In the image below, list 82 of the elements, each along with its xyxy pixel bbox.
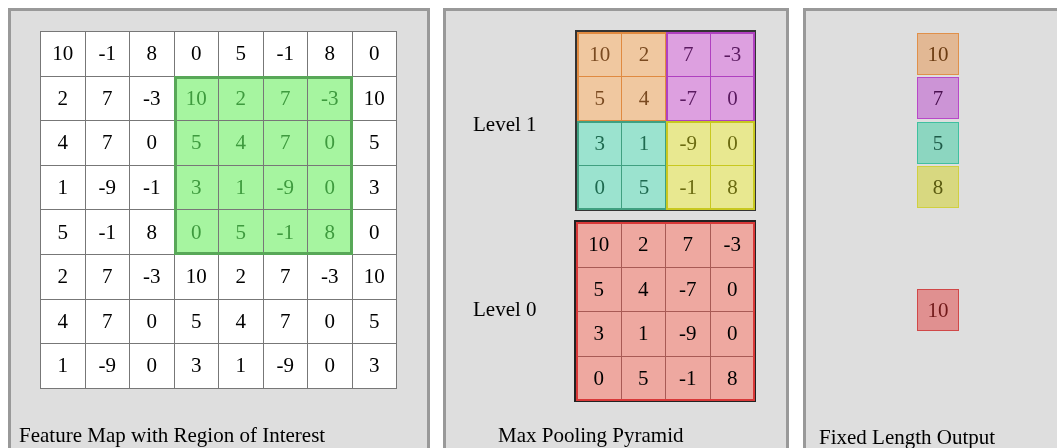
- grid-cell: 10: [173, 254, 219, 300]
- grid-cell: -1: [262, 209, 308, 255]
- grid-cell: 7: [665, 222, 711, 268]
- grid-cell: -9: [84, 343, 130, 389]
- output-box: 7: [917, 77, 959, 119]
- grid-cell: -9: [665, 311, 711, 357]
- grid-cell: 4: [40, 120, 86, 166]
- grid-cell: 2: [40, 254, 86, 300]
- grid-cell: 4: [218, 120, 264, 166]
- grid-cell: 1: [218, 164, 264, 211]
- grid-cell: 4: [621, 76, 667, 122]
- grid-cell: -1: [665, 355, 711, 401]
- grid-cell: 3: [351, 343, 397, 389]
- panel: [443, 8, 789, 448]
- grid-cell: 8: [129, 31, 175, 77]
- grid-cell: 0: [307, 298, 353, 345]
- grid-cell: -1: [262, 31, 308, 77]
- grid-cell: 1: [620, 311, 666, 357]
- grid-cell: 4: [40, 298, 86, 345]
- grid-cell: 10: [351, 254, 397, 300]
- panel-caption: Max Pooling Pyramid: [498, 423, 684, 448]
- grid-cell: 7: [262, 254, 308, 300]
- grid-cell: 3: [173, 343, 219, 389]
- grid-cell: 10: [351, 75, 397, 122]
- grid-cell: 5: [173, 298, 219, 345]
- grid-cell: -9: [262, 343, 308, 389]
- grid-cell: 0: [307, 164, 353, 211]
- grid-cell: 2: [218, 254, 264, 300]
- panel-caption: Feature Map with Region of Interest: [19, 423, 326, 448]
- grid-cell: 5: [218, 31, 264, 77]
- panel: [8, 8, 430, 448]
- grid-cell: -1: [84, 209, 130, 255]
- grid-cell: 2: [40, 75, 86, 122]
- grid-cell: 8: [129, 209, 175, 255]
- grid-cell: 1: [40, 343, 86, 389]
- grid-cell: 0: [351, 31, 397, 77]
- grid-cell: 1: [218, 343, 264, 389]
- grid-cell: 3: [576, 311, 622, 357]
- grid-cell: 0: [129, 120, 175, 166]
- grid-cell: 4: [218, 298, 264, 345]
- output-box: 5: [917, 122, 959, 164]
- grid-cell: -9: [84, 164, 130, 211]
- grid-cell: 7: [262, 120, 308, 166]
- grid-cell: 7: [84, 254, 130, 300]
- grid-cell: 5: [40, 209, 86, 255]
- grid-cell: 7: [84, 120, 130, 166]
- output-box: 8: [917, 166, 959, 208]
- output-box: 10: [917, 289, 959, 331]
- grid-cell: 8: [307, 31, 353, 77]
- output-box: 10: [917, 33, 959, 75]
- grid-cell: -1: [84, 31, 130, 77]
- panel-caption: Fixed Length Output: [819, 425, 996, 448]
- grid-cell: 5: [576, 266, 622, 312]
- grid-cell: -9: [262, 164, 308, 211]
- grid-cell: 0: [129, 343, 175, 389]
- grid-cell: 0: [129, 298, 175, 345]
- level-label: Level 0: [473, 297, 537, 322]
- grid-cell: -3: [307, 254, 353, 300]
- grid-cell: 5: [351, 298, 397, 345]
- grid-cell: 10: [576, 222, 622, 268]
- panel: [803, 8, 1057, 448]
- grid-cell: 5: [351, 120, 397, 166]
- grid-cell: 5: [218, 209, 264, 255]
- grid-cell: 2: [620, 222, 666, 268]
- level-label: Level 1: [473, 112, 537, 137]
- grid-cell: 8: [307, 209, 353, 255]
- grid-cell: 0: [307, 343, 353, 389]
- grid-cell: 10: [40, 31, 86, 77]
- grid-cell: 3: [351, 164, 397, 211]
- grid-cell: 0: [173, 31, 219, 77]
- grid-cell: 7: [84, 298, 130, 345]
- grid-cell: -1: [129, 164, 175, 211]
- grid-cell: 7: [84, 75, 130, 122]
- grid-cell: 0: [351, 209, 397, 255]
- grid-cell: 0: [709, 311, 755, 357]
- grid-cell: 0: [307, 120, 353, 166]
- grid-cell: -7: [665, 266, 711, 312]
- grid-cell: -3: [129, 254, 175, 300]
- grid-cell: 7: [262, 298, 308, 345]
- grid-cell: 1: [40, 164, 86, 211]
- grid-cell: 4: [620, 266, 666, 312]
- grid-cell: -3: [129, 75, 175, 122]
